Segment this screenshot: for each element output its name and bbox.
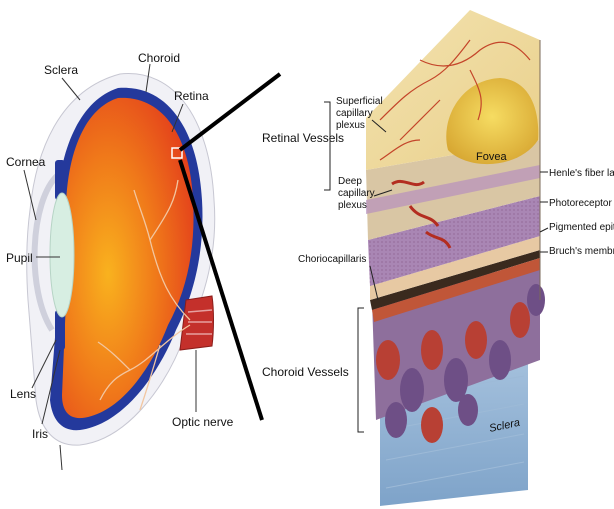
- label-cornea: Cornea: [6, 155, 46, 169]
- pigmented-leader: [540, 228, 548, 232]
- label-choriocapillaris: Choriocapillaris: [298, 254, 366, 265]
- label-superficial-1: Superficial: [336, 96, 383, 107]
- label-superficial-3: plexus: [336, 120, 365, 131]
- optic-nerve-shape: [180, 296, 214, 350]
- label-henle: Henle's fiber layer: [549, 168, 614, 179]
- label-iris: Iris: [32, 427, 48, 441]
- choroid-vessels-bracket: [358, 308, 364, 432]
- label-deep-2: capillary: [338, 188, 375, 199]
- label-retina: Retina: [174, 89, 209, 103]
- retina-interior: [62, 98, 194, 418]
- lens-shape: [50, 193, 74, 317]
- label-sclera: Sclera: [44, 63, 78, 77]
- label-optic-nerve: Optic nerve: [172, 415, 234, 429]
- label-pigmented: Pigmented epithelium: [549, 222, 614, 233]
- retinal-vessels-bracket: [324, 102, 330, 190]
- label-fovea: Fovea: [476, 151, 507, 163]
- label-retinal-vessels: Retinal Vessels: [262, 131, 344, 145]
- label-lens: Lens: [10, 387, 36, 401]
- label-deep-1: Deep: [338, 176, 362, 187]
- label-choroid-vessels: Choroid Vessels: [262, 365, 349, 379]
- label-superficial-2: capillary: [336, 108, 373, 119]
- label-choroid: Choroid: [138, 51, 180, 65]
- label-photoreceptor: Photoreceptor layer: [549, 198, 614, 209]
- eye-cross-section: Sclera Choroid Retina Cornea Pupil Lens …: [6, 51, 280, 470]
- label-bruch: Bruch's membrane: [549, 246, 614, 257]
- label-deep-3: plexus: [338, 200, 367, 211]
- label-pupil: Pupil: [6, 251, 33, 265]
- retina-detail-block: Retinal Vessels Superficial capillary pl…: [262, 10, 614, 506]
